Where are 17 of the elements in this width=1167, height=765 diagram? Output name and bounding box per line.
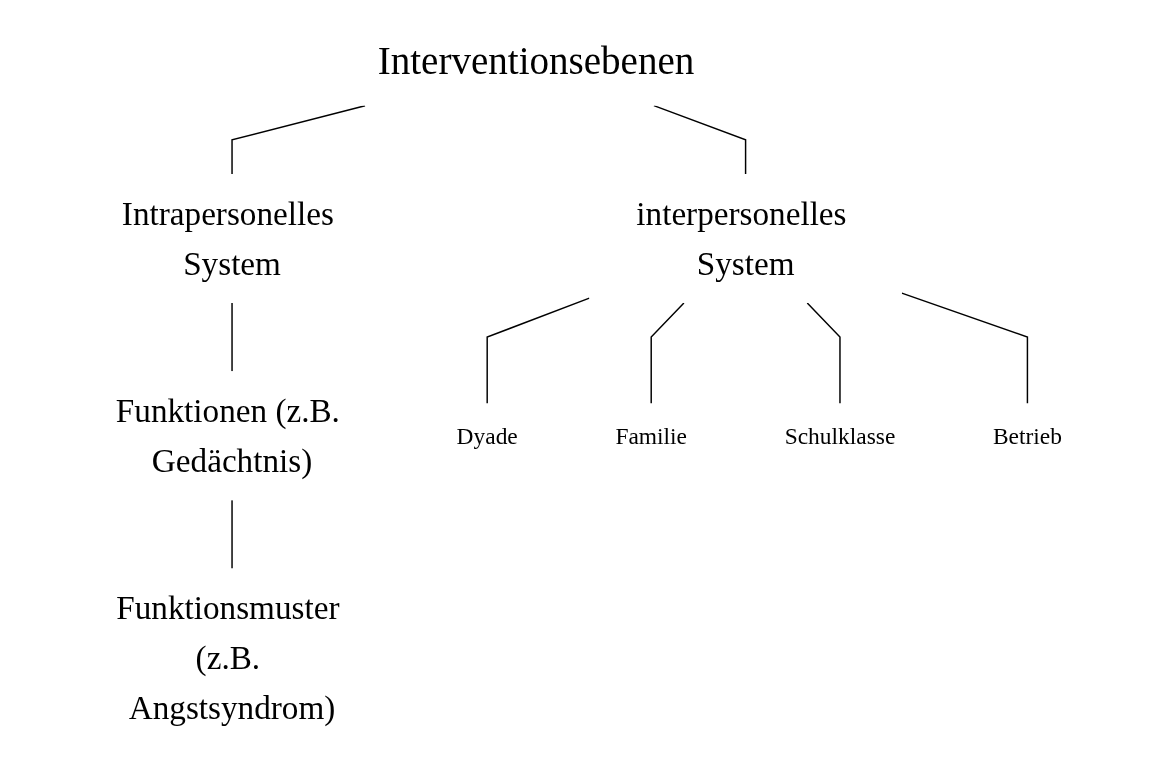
connector	[653, 104, 747, 175]
connector	[901, 292, 1029, 405]
connector	[231, 499, 233, 570]
node-text: Interventionsebenen	[377, 39, 695, 84]
node-text: Betrieb	[992, 423, 1062, 449]
node-text: Familie	[615, 423, 687, 449]
connector	[486, 297, 591, 405]
connector	[231, 104, 366, 175]
node-text: Funktionsmuster (z.B. Angstsyndrom)	[116, 589, 340, 726]
connector	[806, 302, 841, 405]
node-text: Intrapersonelles System	[121, 195, 334, 282]
connector	[231, 302, 233, 372]
node-text: Schulklasse	[784, 423, 896, 449]
node-text: Funktionen (z.B. Gedächtnis)	[115, 392, 340, 479]
node-text: interpersonelles System	[636, 195, 847, 282]
node-text: Dyade	[456, 423, 518, 449]
connector	[650, 302, 685, 405]
